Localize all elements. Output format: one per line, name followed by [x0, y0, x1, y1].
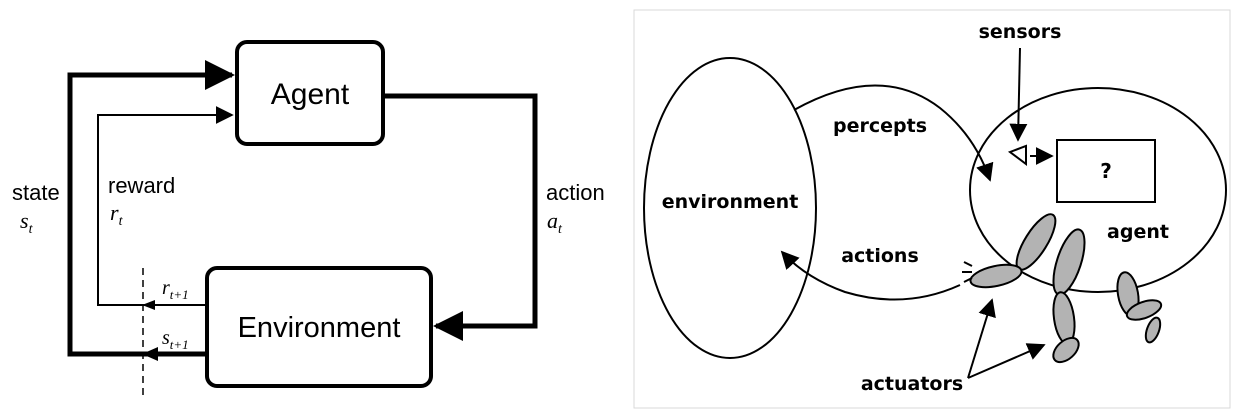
back-foot [1144, 316, 1162, 344]
agent-label: agent [1107, 221, 1169, 243]
next-reward-arrowhead [142, 300, 155, 310]
action-label: action [546, 180, 605, 205]
foot [1052, 336, 1080, 364]
sensor-eye-icon [1007, 144, 1027, 166]
actuators-pointer-arm [967, 298, 996, 379]
hand-icon [962, 261, 973, 283]
next-reward-symbol: rt+1 [162, 277, 189, 302]
agent-program-box [1056, 139, 1156, 203]
arm-lower [969, 263, 1023, 289]
action-path [383, 93, 538, 341]
environment-ellipse [643, 57, 817, 359]
next-state-symbol: st+1 [162, 327, 189, 352]
reward-symbol: rt [110, 200, 124, 229]
back-leg-lower [1125, 299, 1163, 321]
agent-box [235, 40, 385, 146]
state-label: state [12, 180, 60, 205]
agent-label: Agent [271, 78, 350, 111]
state-path [67, 60, 235, 357]
sensors-pointer [1009, 47, 1028, 142]
rl-loop-diagram: Agent Environment state st reward rt act… [12, 40, 605, 398]
environment-box [205, 266, 433, 388]
actions-arc [780, 250, 961, 301]
next-state-arrowhead [142, 347, 158, 361]
leg-lower [1052, 291, 1076, 345]
actuators-label: actuators [861, 373, 963, 395]
agent-program-label: ? [1100, 159, 1112, 183]
panel-border [633, 9, 1231, 409]
reward-label: reward [108, 173, 175, 198]
actuators-pointer-leg [967, 343, 1046, 379]
actions-label: actions [841, 245, 919, 267]
actuator-limbs [962, 213, 1163, 364]
environment-label: Environment [238, 312, 401, 344]
percepts-label: percepts [833, 115, 927, 137]
environment-label: environment [662, 191, 799, 213]
sensors-label: sensors [979, 21, 1062, 43]
action-symbol: at [547, 208, 563, 237]
agent-environment-diagram: environment agent percepts actions senso… [633, 9, 1231, 409]
state-symbol: st [20, 208, 34, 237]
percepts-arc [793, 84, 994, 182]
